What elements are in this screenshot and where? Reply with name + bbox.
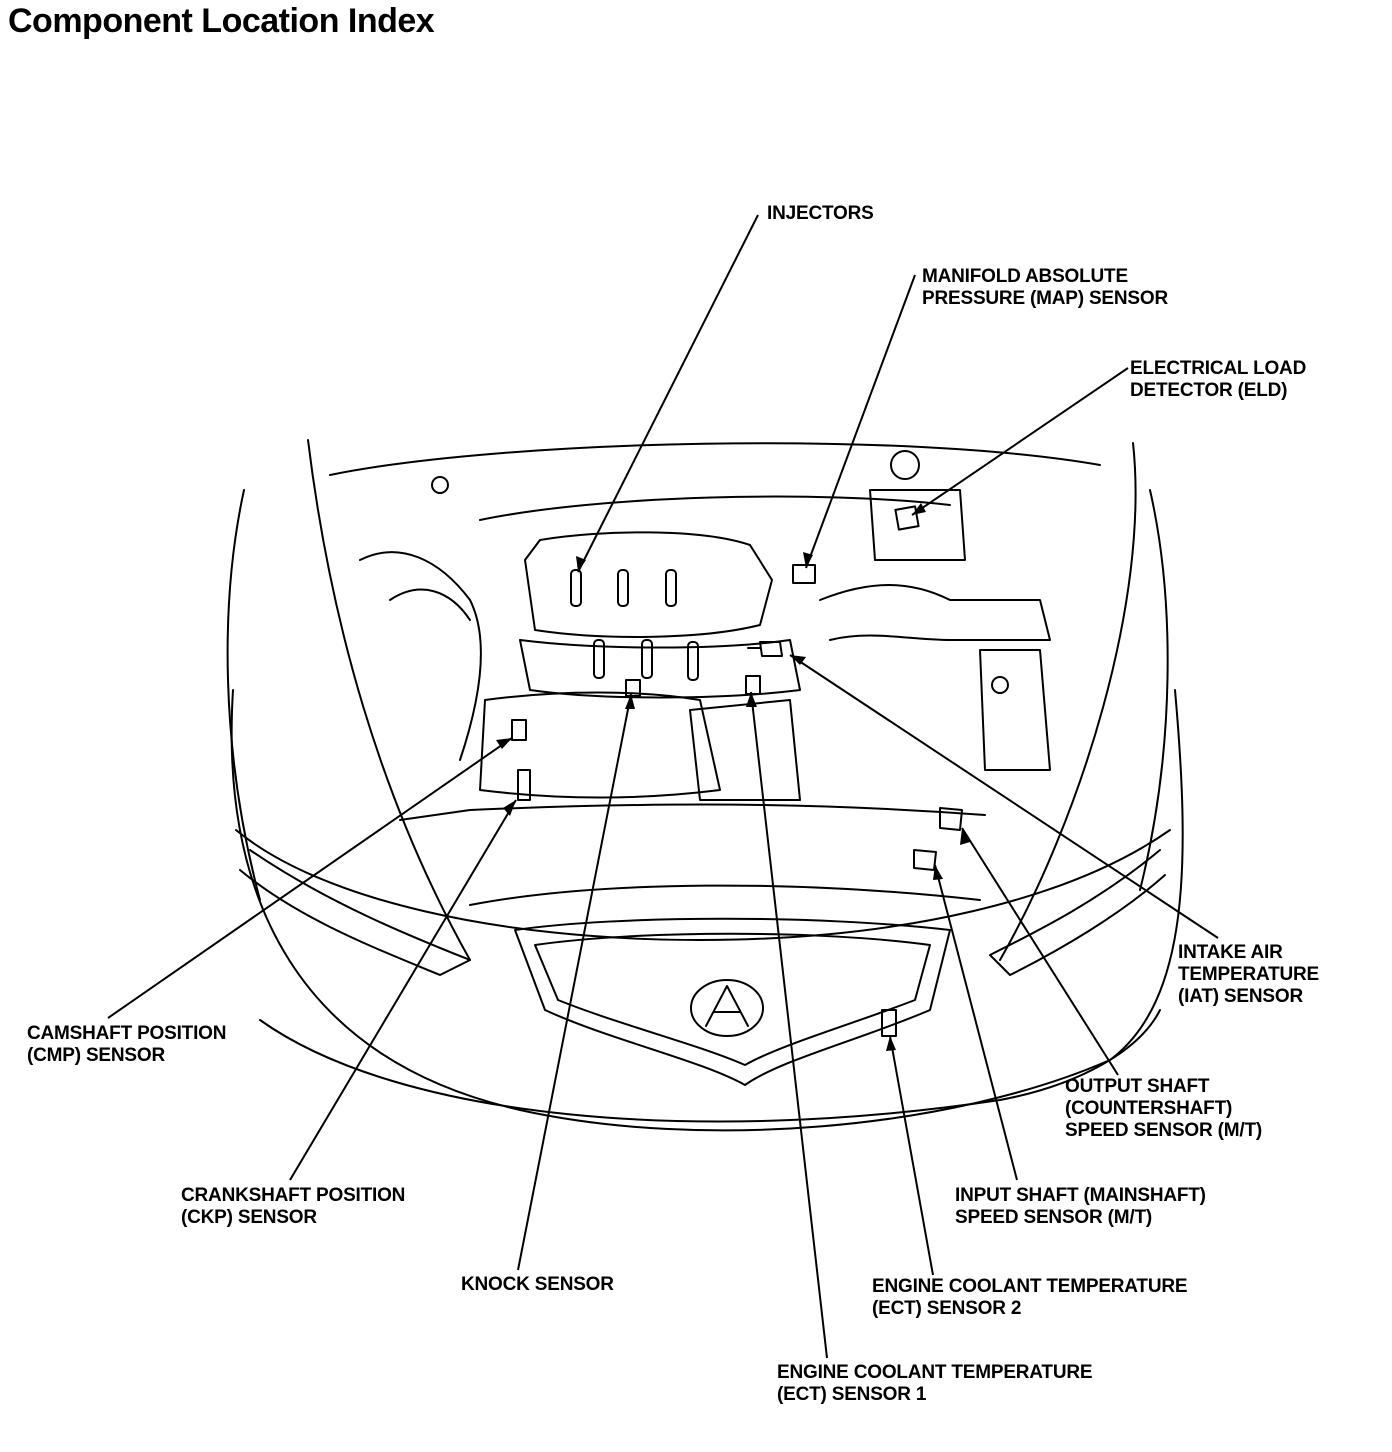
front-head	[479, 691, 721, 799]
knock-shape	[625, 679, 641, 697]
leader-input-shaft	[934, 864, 1018, 1181]
eld-shape	[894, 505, 920, 531]
cowl	[329, 442, 1101, 476]
label-ect-sensor-1: ENGINE COOLANT TEMPERATURE(ECT) SENSOR 1	[777, 1362, 1093, 1405]
left-wiring	[359, 551, 482, 761]
label-ect-sensor-2: ENGINE COOLANT TEMPERATURE(ECT) SENSOR 2	[872, 1276, 1188, 1319]
grille-inner	[534, 932, 931, 1066]
bumper-outer	[230, 689, 1184, 1132]
front-panel	[469, 884, 981, 906]
cmp-shape	[511, 719, 527, 741]
fender-right	[1139, 489, 1169, 891]
air-box	[869, 489, 966, 561]
leader-knock	[517, 693, 632, 1271]
map-sensor-shape	[792, 564, 816, 584]
emblem	[690, 979, 764, 1037]
leader-eld	[911, 367, 1129, 516]
headlight-right	[989, 849, 1166, 976]
output-shaft-shape	[939, 807, 963, 831]
hood-left-edge	[307, 439, 471, 961]
intake-manifold	[524, 531, 773, 638]
fender-left	[226, 489, 261, 901]
iat-shape	[747, 641, 783, 657]
ect1-shape	[745, 675, 761, 695]
bumper-lower	[259, 1009, 1161, 1123]
label-injectors: INJECTORS	[767, 203, 874, 224]
ckp-shape	[517, 769, 531, 801]
bumper-crease	[235, 829, 1171, 941]
label-input-shaft-sensor: INPUT SHAFT (MAINSHAFT)SPEED SENSOR (M/T…	[955, 1185, 1206, 1228]
leader-output-shaft	[961, 827, 1119, 1076]
leader-map	[805, 274, 916, 569]
rear-head	[519, 639, 801, 699]
air-intake-duct	[819, 584, 1051, 641]
label-knock-sensor: KNOCK SENSOR	[461, 1274, 614, 1295]
label-output-shaft-sensor: OUTPUT SHAFT(COUNTERSHAFT)SPEED SENSOR (…	[1065, 1076, 1262, 1141]
label-ckp-sensor: CRANKSHAFT POSITION(CKP) SENSOR	[181, 1185, 406, 1228]
grille-outer	[514, 917, 951, 1086]
hood-right-edge	[999, 442, 1137, 961]
leader-ect2	[889, 1035, 934, 1276]
headlight-left	[239, 849, 471, 976]
injector-group-upper	[570, 569, 699, 681]
page-title: Component Location Index	[8, 2, 435, 40]
leader-ckp	[289, 799, 517, 1181]
battery-area	[979, 649, 1051, 771]
leader-iat	[789, 654, 1219, 939]
valve-cover-right	[689, 699, 801, 801]
radiator-support	[399, 803, 986, 821]
ect2-shape	[881, 1009, 897, 1037]
leader-ect1	[750, 691, 828, 1359]
input-shaft-shape	[913, 849, 937, 871]
leader-injectors	[577, 214, 759, 573]
leader-cmp	[107, 737, 513, 1019]
label-cmp-sensor: CAMSHAFT POSITION(CMP) SENSOR	[27, 1023, 227, 1066]
strut-bar	[479, 495, 951, 521]
